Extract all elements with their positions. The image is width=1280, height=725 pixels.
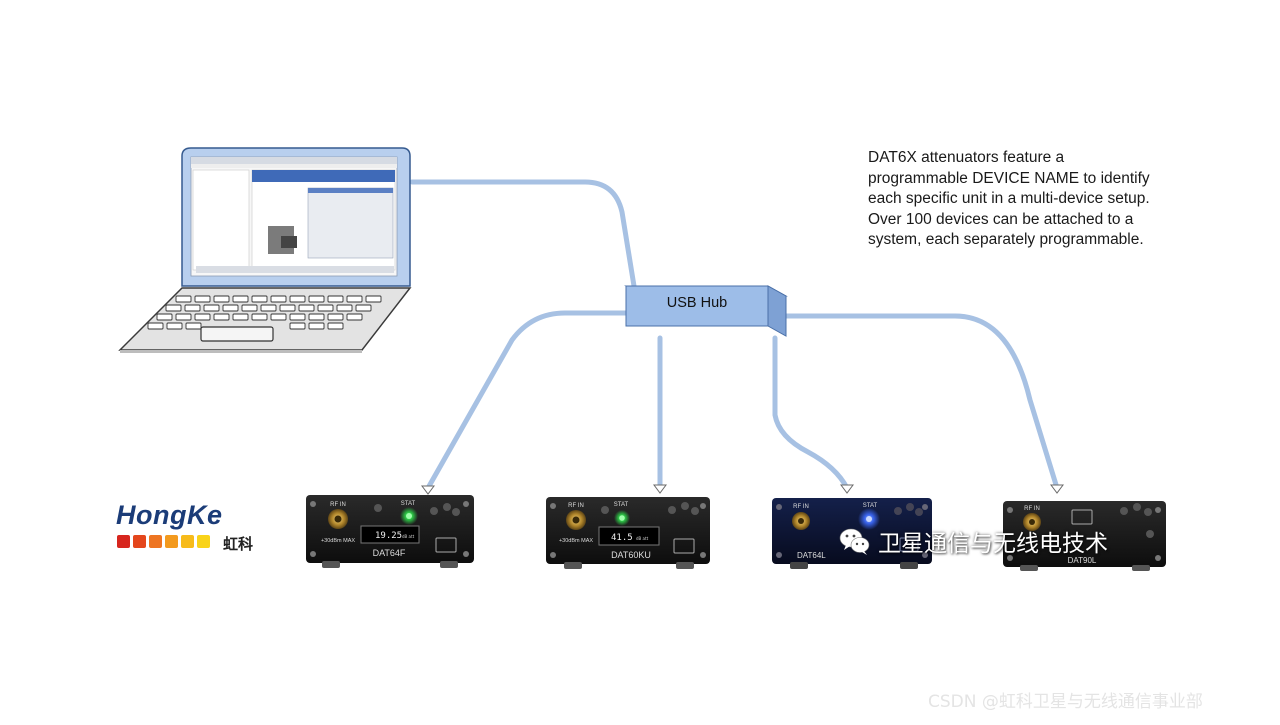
keyboard-key <box>355 304 372 312</box>
keyboard-key <box>156 313 173 321</box>
laptop <box>118 147 412 353</box>
keyboard-key <box>147 322 164 330</box>
logo-square <box>181 535 194 548</box>
logo-chinese: 虹科 <box>223 535 254 553</box>
display-unit: dB att <box>402 534 415 539</box>
rf-in-label: RF IN <box>1024 506 1040 512</box>
hub-label: USB Hub <box>667 295 727 311</box>
keyboard-key <box>203 304 220 312</box>
wechat-icon <box>839 528 870 555</box>
keyboard-key <box>308 295 325 303</box>
max-label: +30dBm MAX <box>559 538 593 544</box>
display-value: 41.5 <box>611 533 633 543</box>
keyboard-key <box>194 313 211 321</box>
keyboard-key <box>279 304 296 312</box>
device-dat60ku: RF IN STAT +30dBm MAX 41.5 dB att DAT60K… <box>546 497 710 569</box>
display-value: 19.25 <box>375 531 402 541</box>
keyboard-key <box>308 313 325 321</box>
keyboard-key <box>184 304 201 312</box>
cable-hub-dat64f <box>425 310 629 491</box>
keyboard-key <box>317 304 334 312</box>
keyboard-key <box>213 295 230 303</box>
keyboard-key <box>289 313 306 321</box>
keyboard-key <box>251 313 268 321</box>
keyboard-key <box>289 295 306 303</box>
wechat-watermark: 卫星通信与无线电技术 <box>838 524 1108 558</box>
arrow-dat60ku <box>653 484 667 494</box>
display-window <box>360 525 420 544</box>
hongke-logo: HongKe 虹科 <box>116 500 276 560</box>
logo-square <box>117 535 130 548</box>
keyboard-key <box>185 322 202 330</box>
keyboard-key <box>270 295 287 303</box>
cable-hub-dat90l <box>782 313 1060 491</box>
stat-label: STAT <box>614 502 629 508</box>
keyboard-key <box>260 304 277 312</box>
keyboard-key <box>175 295 192 303</box>
logo-square <box>133 535 146 548</box>
arrow-dat90l <box>1050 484 1064 494</box>
cable-laptop-hub <box>409 179 637 289</box>
display-window <box>598 526 660 546</box>
logo-square <box>197 535 210 548</box>
device-dat90l: RF IN DAT90L <box>1003 501 1166 571</box>
status-led <box>406 513 412 519</box>
keyboard-key <box>175 313 192 321</box>
arrow-dat64f <box>421 485 435 495</box>
max-label: +30dBm MAX <box>321 538 355 544</box>
rf-in-label: RF IN <box>793 504 809 510</box>
wechat-account-name: 卫星通信与无线电技术 <box>878 531 1108 557</box>
display-unit: dB att <box>636 536 649 541</box>
keyboard-key <box>327 322 344 330</box>
device-model: DAT64L <box>797 551 826 560</box>
logo-color-squares <box>117 535 210 548</box>
keyboard-key <box>365 295 382 303</box>
keyboard-key <box>298 304 315 312</box>
keyboard-key <box>232 295 249 303</box>
rf-in-label: RF IN <box>568 503 584 509</box>
device-model: DAT90L <box>1068 556 1097 565</box>
keyboard-key <box>213 313 230 321</box>
keyboard-key <box>308 322 325 330</box>
logo-square <box>165 535 178 548</box>
device-model: DAT60KU <box>611 550 651 560</box>
usb-cables <box>409 179 1060 491</box>
keyboard-key <box>165 304 182 312</box>
keyboard-key <box>327 313 344 321</box>
keyboard-key <box>336 304 353 312</box>
device-model: DAT64F <box>373 548 406 558</box>
keyboard-key <box>289 322 306 330</box>
status-led <box>866 516 872 522</box>
keyboard-key <box>222 304 239 312</box>
keyboard-key <box>270 313 287 321</box>
logo-wordmark: HongKe <box>116 500 223 530</box>
description-text: DAT6X attenuators feature a programmable… <box>868 149 1150 248</box>
cable-hub-dat64l <box>772 335 850 491</box>
status-led <box>619 515 625 521</box>
keyboard-key <box>166 322 183 330</box>
device-dat64f: RF IN STAT +30dBm MAX 19.25 dB att DAT64… <box>306 495 474 568</box>
csdn-watermark: CSDN @虹科卫星与无线通信事业部 <box>928 692 1203 712</box>
keyboard-key <box>346 313 363 321</box>
keyboard-key <box>232 313 249 321</box>
usb-hub: USB Hub <box>624 285 788 337</box>
keyboard-key <box>346 295 363 303</box>
keyboard-key <box>327 295 344 303</box>
cable-arrowheads <box>421 484 1064 495</box>
rf-in-label: RF IN <box>330 502 346 508</box>
logo-square <box>149 535 162 548</box>
keyboard-key <box>251 295 268 303</box>
laptop-keyboard <box>147 295 382 330</box>
laptop-trackpad <box>200 326 274 342</box>
keyboard-key <box>241 304 258 312</box>
arrow-dat64l <box>840 484 854 494</box>
stat-label: STAT <box>401 501 416 507</box>
keyboard-key <box>194 295 211 303</box>
stat-label: STAT <box>863 503 878 509</box>
